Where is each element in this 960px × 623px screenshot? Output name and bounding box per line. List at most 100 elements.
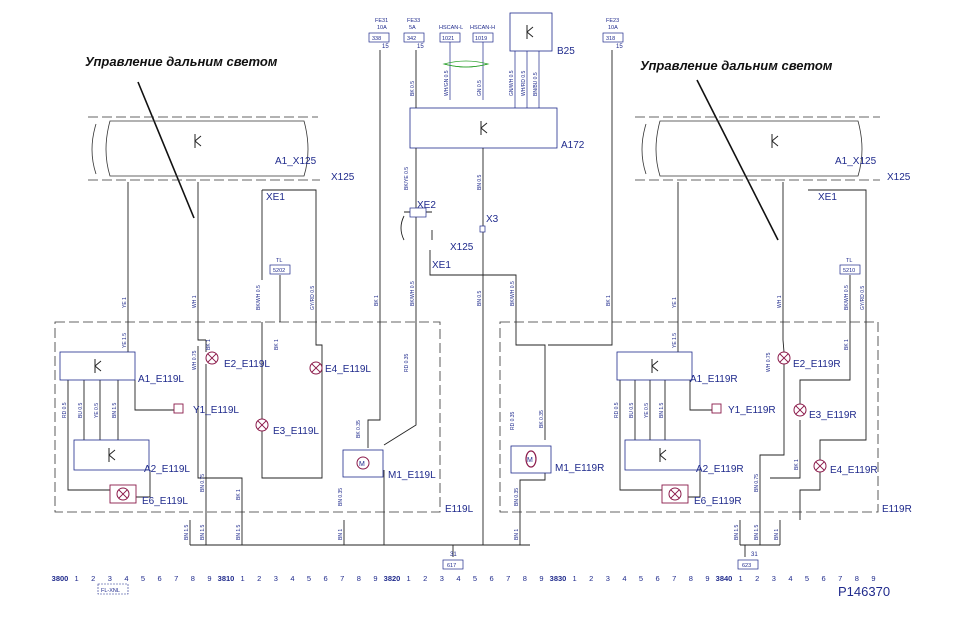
svg-text:WH/RD 0.5: WH/RD 0.5 <box>521 71 527 97</box>
can-hscan-l: HSCAN-L 1021 <box>439 25 463 43</box>
svg-text:YE 1.5: YE 1.5 <box>122 333 128 348</box>
grid-label: 5 <box>639 574 643 583</box>
label-e3-e119l: E3_E119L <box>273 426 319 437</box>
annotation-left-pointer <box>137 81 195 219</box>
grid-label: 6 <box>158 574 162 583</box>
lamp-e2-e119l <box>205 351 219 365</box>
lamp-e4-e119l <box>309 361 323 375</box>
svg-text:YE 1: YE 1 <box>672 297 678 308</box>
svg-text:623: 623 <box>742 563 751 569</box>
svg-text:617: 617 <box>447 563 456 569</box>
x125-label-center: X125 <box>450 242 474 253</box>
svg-text:M: M <box>359 461 365 468</box>
svg-text:BK/WH 0.5: BK/WH 0.5 <box>410 281 416 306</box>
label-a1-e119r: A1_E119R <box>690 374 738 385</box>
connector-x3 <box>479 225 486 233</box>
actuator-y1-e119l <box>173 403 184 414</box>
svg-text:TL: TL <box>276 258 282 264</box>
svg-text:BN 1: BN 1 <box>774 529 780 540</box>
ecu-a1-e119l <box>59 351 136 381</box>
grid-label: 3810 <box>218 574 235 583</box>
a1-x125-label-left: A1_X125 <box>275 156 317 167</box>
grid-label: 3800 <box>52 574 69 583</box>
svg-text:RD 0.5: RD 0.5 <box>62 402 68 418</box>
splice-tl-left: TL 5202 <box>269 258 291 275</box>
svg-text:5210: 5210 <box>843 268 855 274</box>
grid-tag: FL-XNL <box>97 583 129 595</box>
svg-text:FE23: FE23 <box>606 18 619 24</box>
annotation-right: Управление дальним светом <box>640 58 833 73</box>
grid-label: 4 <box>290 574 294 583</box>
svg-text:GN/WH 0.5: GN/WH 0.5 <box>509 70 515 96</box>
lamp-e3-e119r <box>793 403 807 417</box>
grid-label: 8 <box>523 574 527 583</box>
grid-label: 3820 <box>384 574 401 583</box>
grid-label: 2 <box>91 574 95 583</box>
reference-number: P146370 <box>838 584 890 599</box>
lamp-e2-e119r <box>777 351 791 365</box>
svg-text:338: 338 <box>372 36 381 42</box>
ecu-symbol-a1-left <box>194 133 202 149</box>
svg-text:BN 0.5: BN 0.5 <box>477 290 483 306</box>
actuator-y1-e119r <box>711 403 722 414</box>
svg-text:1019: 1019 <box>475 36 487 42</box>
indicator-e6-e119r <box>661 484 689 504</box>
svg-text:RD 0.5: RD 0.5 <box>614 402 620 418</box>
grid-label: 2 <box>755 574 759 583</box>
label-e4-e119l: E4_E119L <box>325 364 371 375</box>
grid-label: 2 <box>423 574 427 583</box>
grid-label: 3 <box>606 574 610 583</box>
grid-label: 5 <box>473 574 477 583</box>
grid-label: 3 <box>772 574 776 583</box>
grid-label: 9 <box>705 574 709 583</box>
grid-label: 1 <box>573 574 577 583</box>
grid-label: 3 <box>440 574 444 583</box>
grid-label: 6 <box>490 574 494 583</box>
svg-text:1021: 1021 <box>442 36 454 42</box>
svg-text:BN 1.5: BN 1.5 <box>754 524 760 540</box>
grid-label: 1 <box>739 574 743 583</box>
label-e2-e119l: E2_E119L <box>224 359 270 370</box>
label-a1-e119l: A1_E119L <box>138 374 184 385</box>
wiring <box>67 50 867 557</box>
svg-text:BU 0.5: BU 0.5 <box>629 402 635 418</box>
grid-label: 7 <box>506 574 510 583</box>
svg-text:BK 1: BK 1 <box>206 339 212 350</box>
ground-623: 31 623 <box>737 552 759 570</box>
svg-text:BK 1: BK 1 <box>374 295 380 306</box>
fuse-fe23: FE23 10A 318 15 <box>602 18 624 50</box>
label-y1-e119r: Y1_E119R <box>728 405 776 416</box>
svg-text:BN 0.75: BN 0.75 <box>200 474 206 492</box>
label-m1-e119r: M1_E119R <box>555 463 604 474</box>
svg-text:BK 0.35: BK 0.35 <box>356 420 362 438</box>
svg-text:BN 1.5: BN 1.5 <box>236 524 242 540</box>
svg-text:HSCAN-L: HSCAN-L <box>439 25 463 31</box>
svg-text:318: 318 <box>606 36 615 42</box>
svg-text:BU 0.5: BU 0.5 <box>78 402 84 418</box>
svg-text:BN 1.5: BN 1.5 <box>734 524 740 540</box>
module-label-e119l: E119L <box>445 504 474 515</box>
svg-text:31: 31 <box>450 552 457 558</box>
grid-label: 2 <box>589 574 593 583</box>
grid-label: 9 <box>539 574 543 583</box>
xe2-label: XE2 <box>417 200 436 211</box>
grid-label: 4 <box>124 574 128 583</box>
svg-text:YE 0.5: YE 0.5 <box>94 403 100 418</box>
label-a2-e119r: A2_E119R <box>696 464 744 475</box>
splice-tl-right: TL 5210 <box>839 258 861 275</box>
can-hscan-h: HSCAN-H 1019 <box>470 25 495 43</box>
svg-text:M: M <box>527 457 533 464</box>
svg-text:FL-XNL: FL-XNL <box>101 588 120 594</box>
svg-text:FE33: FE33 <box>407 18 420 24</box>
svg-text:YE 1.5: YE 1.5 <box>672 333 678 348</box>
grid-label: 3840 <box>716 574 733 583</box>
svg-text:RD 0.35: RD 0.35 <box>510 411 516 430</box>
svg-text:YE 1: YE 1 <box>122 297 128 308</box>
grid-label: 6 <box>822 574 826 583</box>
svg-text:GY/RD 0.5: GY/RD 0.5 <box>310 286 316 310</box>
svg-text:BN 1.5: BN 1.5 <box>184 524 190 540</box>
grid-label: 7 <box>838 574 842 583</box>
svg-text:RD 0.35: RD 0.35 <box>404 353 410 372</box>
svg-text:10A: 10A <box>377 25 387 31</box>
a1-x125-label-right: A1_X125 <box>835 156 877 167</box>
